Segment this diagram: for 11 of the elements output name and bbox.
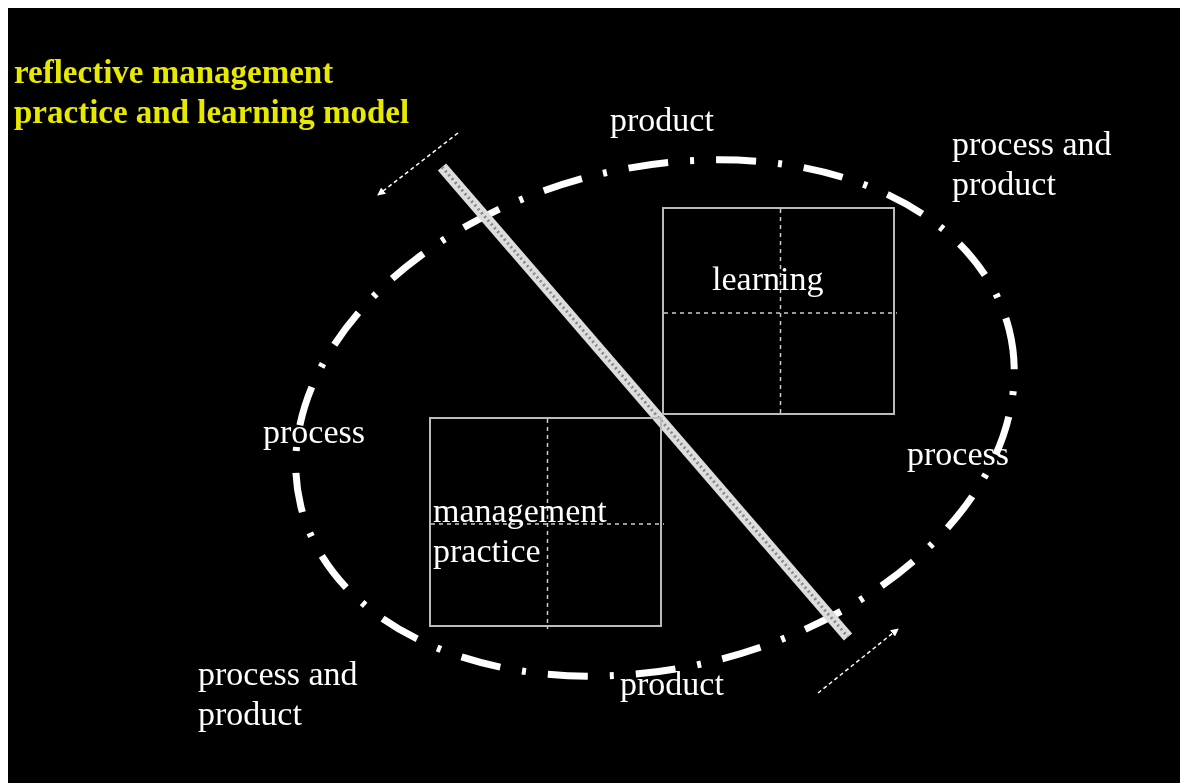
box-label: learning	[712, 259, 825, 299]
quadrant-box	[662, 207, 895, 415]
axis-label: process and product	[198, 654, 359, 734]
axis-label: process and product	[952, 124, 1113, 204]
quadrant-box	[429, 417, 662, 627]
axis-label: product	[610, 100, 715, 140]
axis-label: product	[620, 664, 725, 704]
box-label: management practice	[433, 491, 608, 571]
axis-label: process	[263, 412, 366, 452]
axis-label: process	[907, 434, 1010, 474]
title: reflective management practice and learning model	[14, 53, 411, 132]
